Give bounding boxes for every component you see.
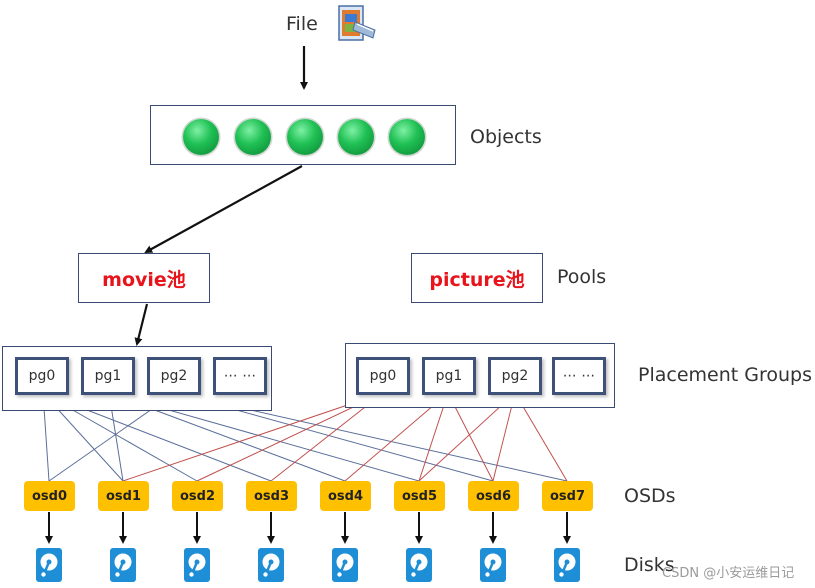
hard-disk-icon <box>109 547 137 583</box>
osd-node: osd4 <box>320 481 371 511</box>
pg-container-picture: pg0 pg1 pg2 ⋯ ⋯ <box>345 343 615 408</box>
hard-disk-icon <box>257 547 285 583</box>
movie-pool-to-pg-arrow <box>134 303 149 346</box>
film-file-icon <box>337 4 377 44</box>
osds-label: OSDs <box>624 485 676 507</box>
objects-to-movie-pool-arrow <box>144 165 303 253</box>
pg-container-movie: pg0 pg1 pg2 ⋯ ⋯ <box>2 346 272 411</box>
osd-node: osd0 <box>24 481 75 511</box>
placement-groups-label: Placement Groups <box>638 364 812 386</box>
object-ball <box>338 119 374 155</box>
pg-box-more: ⋯ ⋯ <box>213 357 267 395</box>
objects-label: Objects <box>470 126 542 148</box>
osd-node: osd6 <box>468 481 519 511</box>
pg-box: pg2 <box>488 357 542 395</box>
hard-disk-icon <box>331 547 359 583</box>
object-ball <box>389 119 425 155</box>
osd-node: osd5 <box>394 481 445 511</box>
pool-movie: movie池 <box>78 253 210 303</box>
osd-node: osd7 <box>542 481 593 511</box>
disks-label: Disks <box>624 554 675 576</box>
pg-box: pg0 <box>356 357 410 395</box>
osd-node: osd1 <box>98 481 149 511</box>
file-label: File <box>286 13 318 35</box>
object-ball <box>183 119 219 155</box>
pg-box: pg1 <box>81 357 135 395</box>
hard-disk-icon <box>553 547 581 583</box>
hard-disk-icon <box>479 547 507 583</box>
watermark: CSDN @小安运维日记 <box>662 566 795 581</box>
hard-disk-icon <box>405 547 433 583</box>
hard-disk-icon <box>183 547 211 583</box>
osd-node: osd2 <box>172 481 223 511</box>
pool-picture: picture池 <box>411 253 543 303</box>
pg-box: pg2 <box>147 357 201 395</box>
pools-label: Pools <box>557 266 607 288</box>
picture-pg-osd-link <box>122 392 384 482</box>
pg-box-more: ⋯ ⋯ <box>552 357 606 395</box>
object-ball <box>287 119 323 155</box>
hard-disk-icon <box>35 547 63 583</box>
pg-box: pg1 <box>422 357 476 395</box>
object-ball <box>235 119 271 155</box>
pg-box: pg0 <box>15 357 69 395</box>
osd-node: osd3 <box>246 481 297 511</box>
